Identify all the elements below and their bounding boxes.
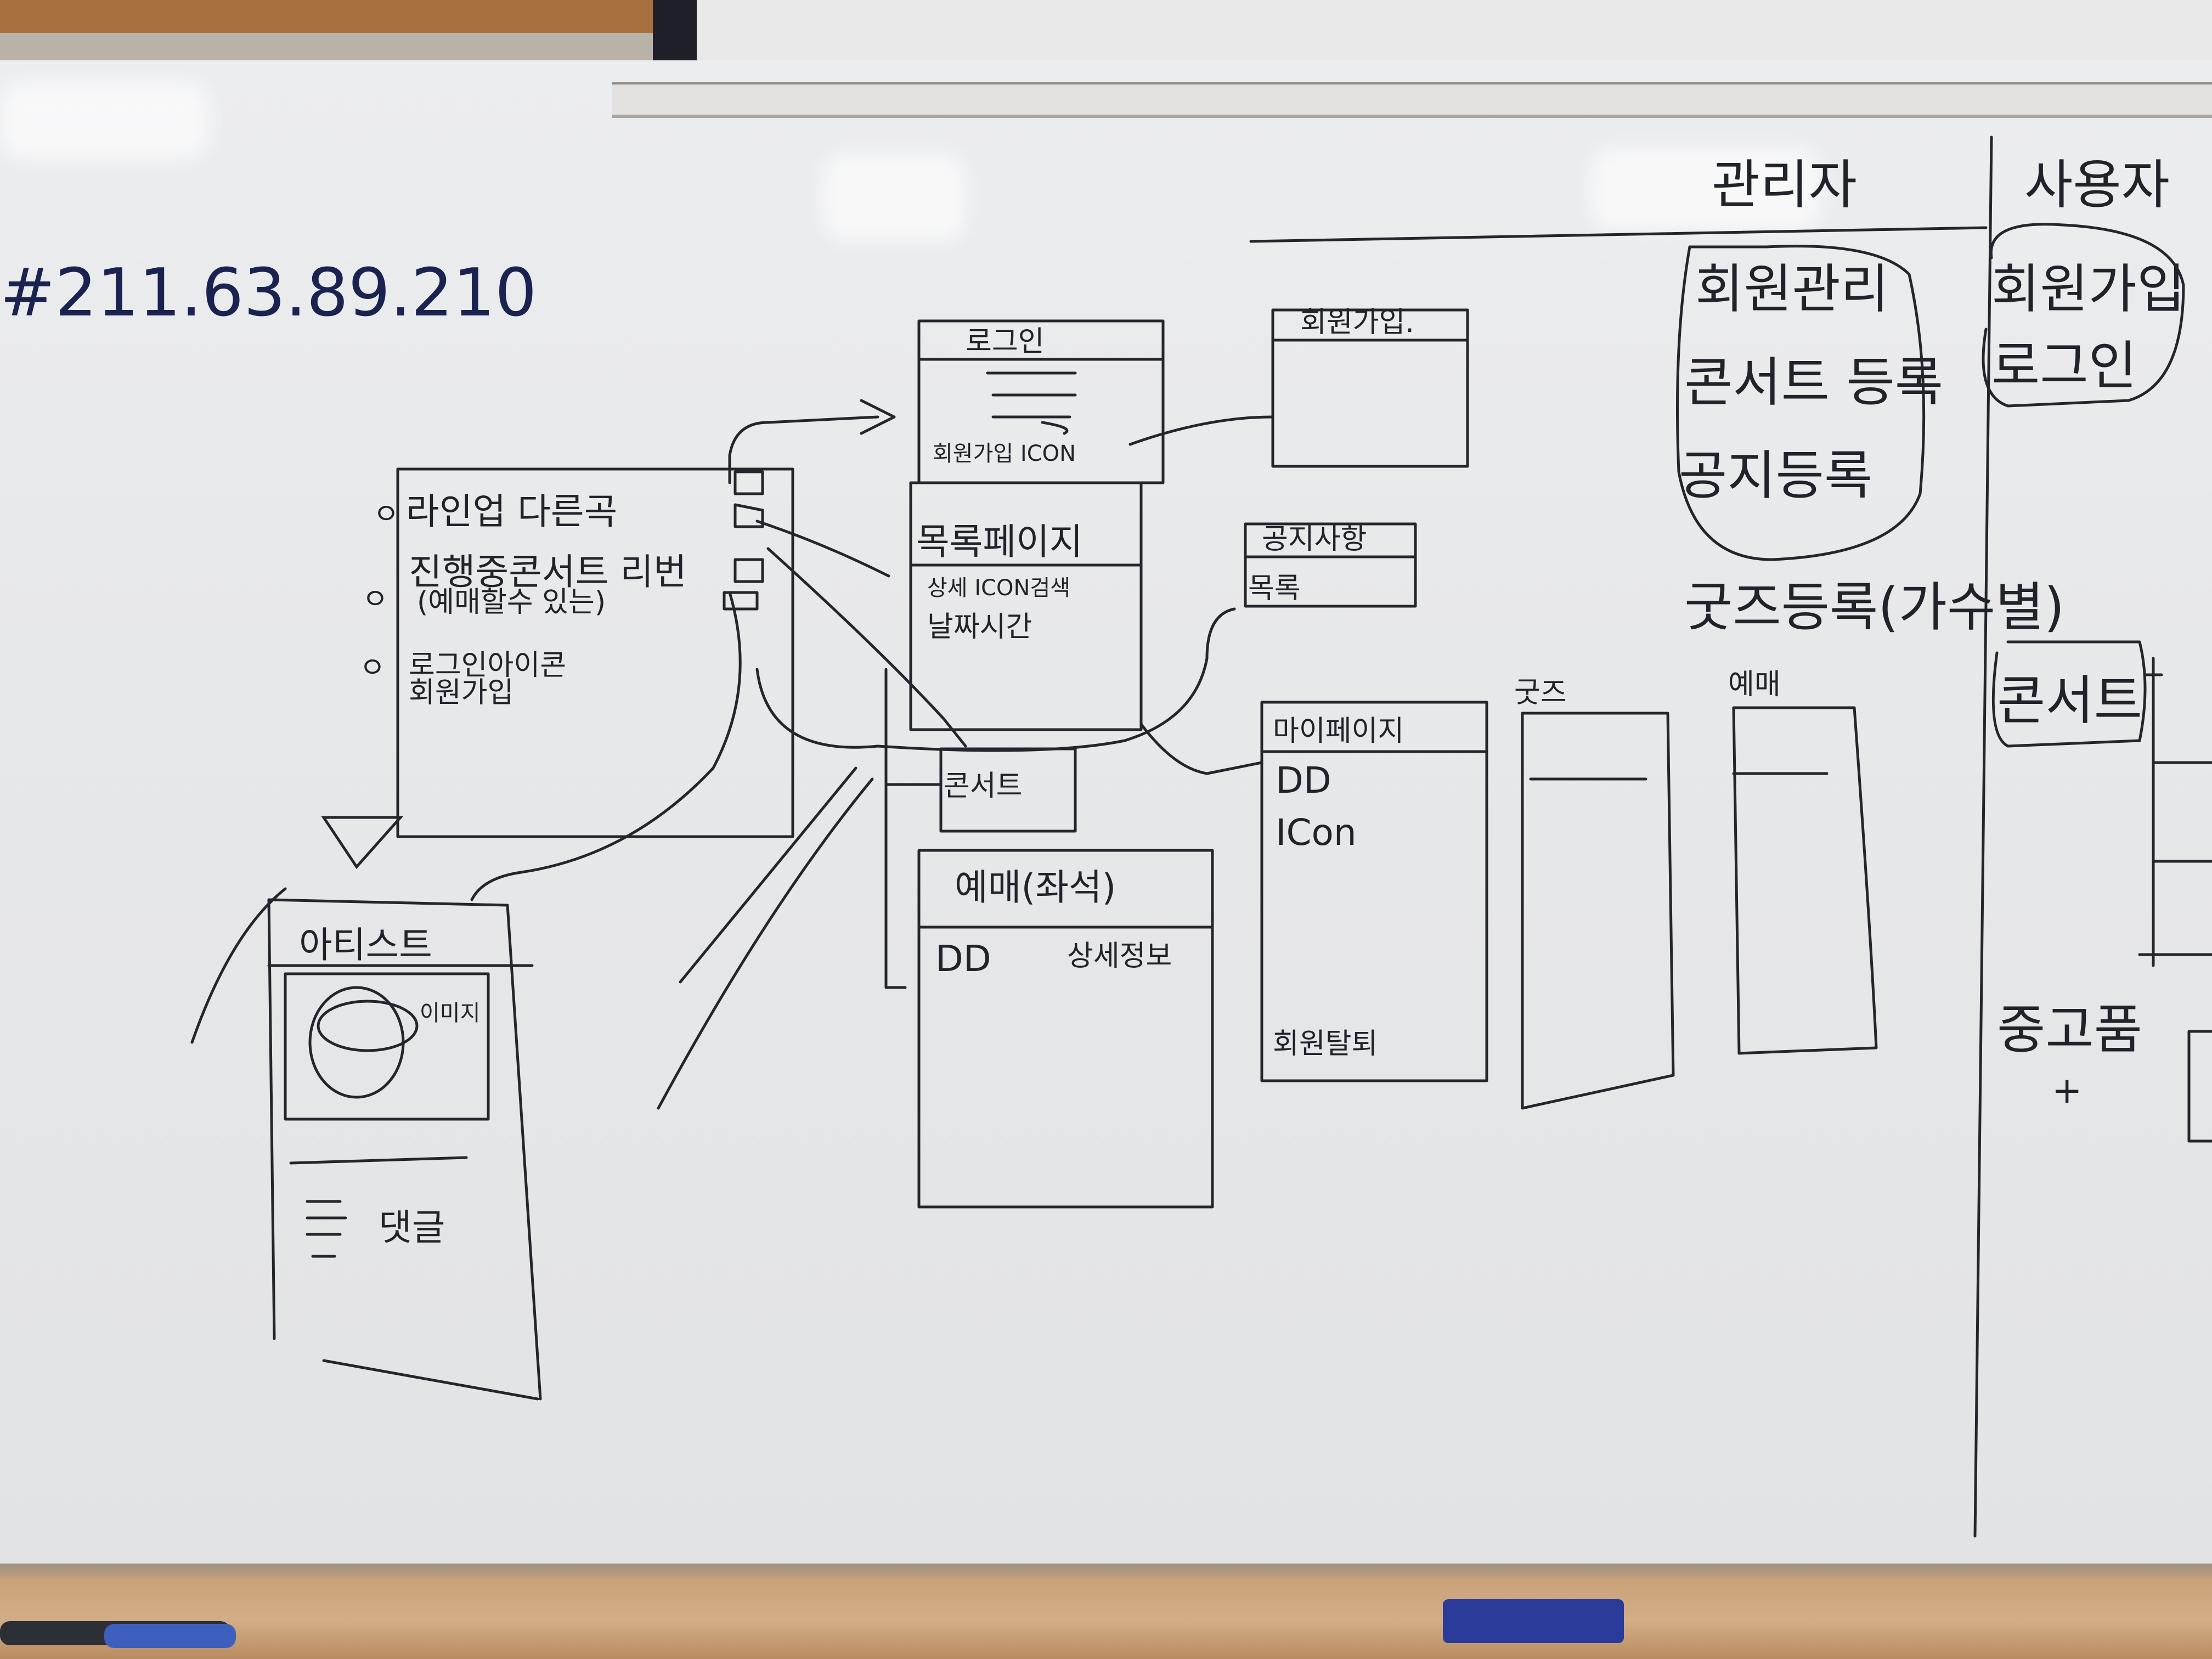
- partial-box: [2187, 1030, 2212, 1143]
- header-rule: [1249, 226, 1988, 243]
- login-signup-icon: 회원가입 ICON: [933, 441, 1076, 466]
- goods-label: 굿즈: [1514, 676, 1567, 709]
- connector-arrow: [755, 520, 890, 578]
- connector-bracket: [884, 668, 943, 989]
- user-item-signup: 회원가입: [1991, 258, 2185, 320]
- artist-comment: 댓글: [379, 1206, 445, 1249]
- admin-user-divider: [1973, 136, 1993, 1538]
- signup-box: [1271, 308, 1469, 468]
- mypage-box: [1260, 701, 1488, 1082]
- marker-tray: [0, 1564, 2212, 1659]
- concert-label: 콘서트: [944, 770, 1023, 803]
- list-page-line-date: 날짜시간: [927, 611, 1032, 644]
- connector-curve: [470, 591, 742, 901]
- concert-box: [939, 747, 1077, 833]
- mypage-dd: DD: [1276, 759, 1331, 802]
- goods-box: [1521, 712, 1675, 1110]
- yemae-box: [1732, 706, 1878, 1055]
- main-item-lineup: 라인업 다른곡: [406, 490, 617, 533]
- glare: [1591, 148, 1821, 230]
- artist-box: [267, 898, 542, 1401]
- main-item-concert: 진행중콘서트 리번: [409, 551, 687, 593]
- reservation-dd: DD: [935, 938, 991, 980]
- artist-image-sketch: [317, 1000, 419, 1052]
- plus-mark: +: [2052, 1069, 2082, 1111]
- main-page-frame: [396, 467, 794, 838]
- user-tree-lines: [2138, 657, 2212, 967]
- artist-text-lines: [289, 1156, 468, 1258]
- bullet: ㅇ: [362, 583, 388, 616]
- main-item-login-icon: 로그인아이콘: [409, 649, 566, 682]
- mypage-withdraw: 회원탈퇴: [1273, 1028, 1378, 1060]
- connector-arrow: [766, 547, 967, 748]
- connector-curve: [1139, 723, 1263, 775]
- signup-title: 회원가입.: [1300, 306, 1414, 339]
- notice-row: 목록: [1248, 572, 1301, 605]
- user-secondhand: 중고품: [1997, 999, 2142, 1060]
- bullet: ㅇ: [359, 652, 386, 685]
- eraser: [1443, 1599, 1624, 1643]
- mypage-title: 마이페이지: [1273, 715, 1404, 748]
- notice-title: 공지사항: [1262, 523, 1367, 556]
- yemae-label: 예매: [1728, 668, 1781, 701]
- glare: [823, 154, 966, 241]
- main-item-reservable: (예매할수 있는): [417, 586, 606, 619]
- artist-image-label: 이미지: [420, 1001, 480, 1026]
- reservation-detail: 상세정보: [1067, 940, 1172, 973]
- ip-address: #211.63.89.210: [0, 255, 537, 331]
- notice-box: [1244, 522, 1417, 608]
- admin-item-notice: 공지등록: [1679, 445, 1872, 506]
- screen-bottom-bar: [612, 82, 2212, 118]
- admin-items-outline: [1676, 245, 1926, 561]
- admin-item-concert: 콘서트 등록: [1684, 352, 1943, 413]
- list-page-title: 목록페이지: [916, 521, 1083, 563]
- bullet: ㅇ: [373, 498, 399, 531]
- glare: [0, 82, 208, 159]
- scribble-lines: [986, 371, 1077, 435]
- connector-arrow: [1128, 415, 1274, 446]
- arrow-head: [860, 399, 896, 435]
- admin-header: 관리자: [1712, 154, 1857, 216]
- connector-curve: [755, 607, 1236, 752]
- connector-boxes: [723, 470, 764, 611]
- wood-trim: [0, 0, 658, 33]
- user-item-login: 로그인: [1991, 335, 2137, 397]
- reservation-box: [917, 849, 1214, 1209]
- user-concert: 콘서트: [1997, 670, 2142, 731]
- mypage-icon: ICon: [1276, 811, 1357, 854]
- list-page-line-detail: 상세 ICON검색: [927, 575, 1070, 601]
- reservation-title: 예매(좌석): [955, 866, 1116, 909]
- artist-title: 아티스트: [299, 924, 432, 966]
- admin-item-members: 회원관리: [1695, 258, 1889, 320]
- connector-arrow: [728, 415, 879, 484]
- triangle-mark: [321, 816, 404, 870]
- user-header: 사용자: [2024, 154, 2170, 216]
- marker: [104, 1624, 236, 1648]
- whiteboard: [0, 60, 2212, 1564]
- main-item-signup: 회원가입: [409, 676, 514, 709]
- connector-curve: [190, 887, 287, 1044]
- admin-item-goods: 굿즈등록(가수별): [1684, 577, 2064, 638]
- user-concert-outline: [1991, 640, 2147, 748]
- user-items-outline: [1982, 223, 2185, 408]
- diagonal-strokes: [657, 766, 874, 1110]
- artist-image-frame: [284, 972, 490, 1121]
- list-page-box: [909, 481, 1143, 731]
- login-title: 로그인: [966, 325, 1045, 358]
